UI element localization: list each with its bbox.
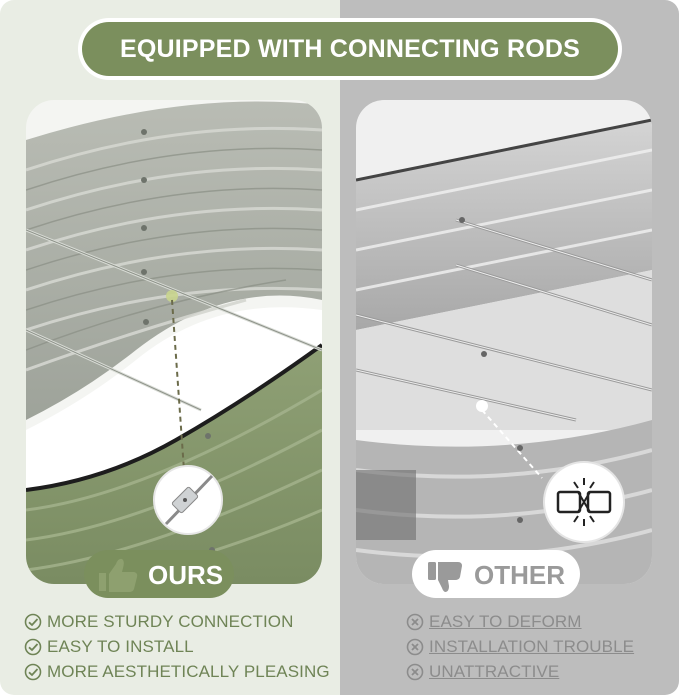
ours-feature-text: EASY TO INSTALL — [47, 637, 194, 656]
ours-product-photo — [26, 100, 322, 584]
ours-feature-item: MORE STURDY CONNECTION — [24, 610, 330, 634]
check-circle-icon — [24, 613, 42, 631]
ours-feature-list: MORE STURDY CONNECTION EASY TO INSTALL M… — [24, 610, 330, 685]
other-feature-list: EASY TO DEFORM INSTALLATION TROUBLE UNAT… — [406, 610, 634, 685]
ours-feature-text: MORE STURDY CONNECTION — [47, 612, 294, 631]
other-badge: OTHER — [412, 550, 580, 598]
x-circle-icon — [406, 663, 424, 681]
other-feature-item: INSTALLATION TROUBLE — [406, 635, 634, 659]
ours-feature-item: EASY TO INSTALL — [24, 635, 330, 659]
ours-badge: OURS — [84, 550, 234, 598]
other-feature-item: UNATTRACTIVE — [406, 660, 634, 684]
thumbs-up-icon — [96, 556, 140, 599]
ours-feature-item: MORE AESTHETICALLY PLEASING — [24, 660, 330, 684]
x-circle-icon — [406, 613, 424, 631]
other-product-photo — [356, 100, 652, 584]
check-circle-icon — [24, 638, 42, 656]
ours-label: OURS — [148, 560, 224, 590]
other-feature-item: EASY TO DEFORM — [406, 610, 634, 634]
banner-title: EQUIPPED WITH CONNECTING RODS — [82, 22, 618, 76]
other-label: OTHER — [474, 560, 565, 590]
other-feature-text: UNATTRACTIVE — [429, 662, 560, 681]
check-circle-icon — [24, 663, 42, 681]
other-feature-text: EASY TO DEFORM — [429, 612, 582, 631]
rod-connector-closeup-icon — [153, 465, 223, 535]
other-feature-text: INSTALLATION TROUBLE — [429, 637, 635, 656]
thumbs-down-icon — [428, 560, 464, 599]
x-circle-icon — [406, 638, 424, 656]
broken-connector-icon — [543, 461, 625, 543]
ours-feature-text: MORE AESTHETICALLY PLEASING — [47, 662, 330, 681]
